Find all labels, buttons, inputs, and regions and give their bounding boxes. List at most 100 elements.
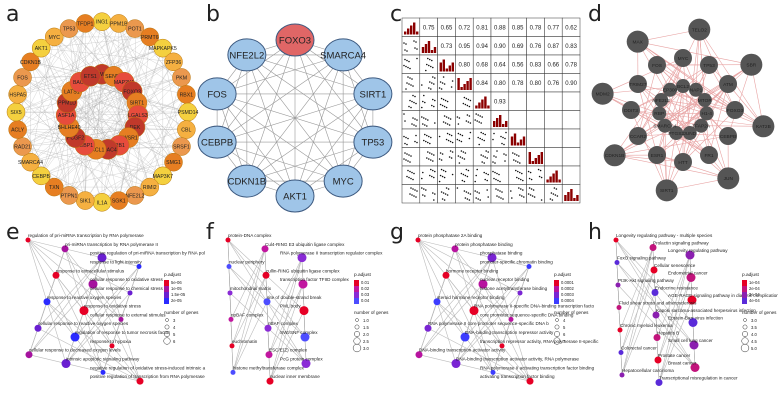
term-node — [649, 244, 657, 251]
scatter-point — [432, 76, 434, 78]
term-label: AGE-RAGE signaling pathway in diabetic c… — [668, 293, 778, 298]
scatter-point — [411, 78, 413, 80]
term-node — [613, 237, 619, 243]
ppi-node-label: PKM — [176, 75, 187, 81]
corr-value: 0.87 — [547, 44, 559, 50]
scatter-point — [416, 48, 418, 50]
genemania-edge — [727, 64, 752, 137]
scatter-point — [442, 121, 445, 123]
term-label: cellular response to oxidative stress — [90, 277, 163, 282]
hist-bar — [531, 161, 534, 164]
term-node — [136, 377, 144, 385]
ppi-edge — [22, 146, 163, 176]
scatter-point — [475, 174, 477, 177]
hist-bar — [421, 47, 425, 53]
size-legend-value: 3.0 — [751, 318, 757, 323]
ppi-edge — [54, 36, 182, 147]
term-node — [298, 279, 308, 289]
ppi-edge — [118, 23, 182, 147]
genemania-network-svg: TELO2SBRKAT2BJUNSIRT1CDKN1BMDM2MAXMYCTP5… — [591, 18, 775, 202]
scatter-point — [413, 101, 415, 104]
legend-title: p.adjust — [354, 272, 371, 278]
panel-e-go-bp-network: regulation of pri-miRNA transcription by… — [0, 218, 206, 415]
scatter-point — [442, 169, 445, 172]
corr-value: 0.77 — [547, 25, 559, 31]
matrix-cell — [490, 184, 510, 204]
hist-bar — [451, 62, 454, 72]
scatter-point — [556, 195, 559, 197]
scatter-point — [492, 170, 494, 173]
term-label: Kaposi sarcoma-associated herpesvirus in… — [656, 308, 756, 313]
size-legend-title: number of genes — [354, 310, 389, 315]
hist-bar — [513, 133, 517, 146]
term-node — [688, 318, 698, 327]
scatter-point — [501, 142, 503, 145]
genemania-edge — [630, 109, 702, 127]
ppi-node — [153, 166, 173, 186]
matrix-cell — [401, 165, 421, 185]
scatter-point — [432, 160, 434, 162]
scatter-point — [425, 69, 427, 72]
scatter-point — [441, 82, 444, 84]
scatter-point — [464, 103, 467, 106]
term-label: transcription factor TFIID complex — [280, 277, 350, 282]
scatter-point — [485, 150, 487, 152]
hist-bar — [448, 65, 451, 72]
term-edge — [464, 266, 530, 338]
scatter-point — [441, 198, 444, 200]
term-edge — [445, 275, 494, 373]
ppi-node-label: MAP3K7 — [153, 174, 174, 180]
ppi-node-label: TXN — [49, 185, 60, 191]
term-edge — [658, 254, 691, 383]
term-node — [263, 298, 271, 306]
hub-network-svg: FOXO3SMARCA4SIRT1TP53MYCAKT1CDKN1BCEBPBF… — [197, 23, 393, 213]
genemania-edge — [637, 83, 667, 191]
ppi-edge — [17, 28, 135, 95]
hub-node-label: NFE2L2 — [229, 50, 264, 61]
size-legend-value: 4.0 — [751, 332, 757, 337]
genemania-node — [688, 82, 703, 97]
scatter-point — [520, 188, 522, 190]
genemania-node — [654, 93, 669, 108]
term-node — [61, 245, 69, 253]
hist-bar — [484, 96, 487, 109]
genemania-node — [697, 93, 712, 108]
legend-title: p.adjust — [164, 272, 181, 278]
ppi-node — [80, 65, 101, 87]
ppi-node-label: HDAC4 — [99, 147, 117, 153]
hist-bar — [552, 173, 555, 183]
matrix-cell — [508, 184, 527, 204]
scatter-point — [529, 194, 532, 196]
scatter-point — [445, 116, 448, 118]
hist-bar — [576, 195, 579, 201]
scatter-point — [425, 189, 427, 191]
scatter-point — [458, 139, 461, 142]
scatter-point — [492, 161, 494, 163]
scatter-point — [422, 194, 424, 196]
term-label: Chronic myeloid leukemia — [620, 323, 673, 328]
scatter-point — [414, 189, 416, 191]
term-edge — [492, 345, 503, 373]
scatter-point — [478, 143, 480, 146]
scatter-point — [413, 195, 415, 197]
genemania-node-label: TFAP2A — [692, 124, 711, 130]
hist-bar — [404, 31, 407, 35]
size-legend-value: 2.5 — [363, 339, 369, 344]
matrix-cell — [544, 147, 563, 167]
corr-value: 0.88 — [494, 25, 506, 31]
ppi-edge — [101, 21, 136, 196]
hist-bar — [510, 136, 514, 146]
genemania-edge — [708, 83, 729, 156]
panel_h-edges — [615, 239, 696, 383]
legend-value: 0.01 — [361, 280, 370, 285]
size-legend-value: 3.0 — [363, 346, 369, 351]
scatter-point — [530, 178, 533, 181]
scatter-point — [446, 100, 449, 103]
term-node — [301, 359, 311, 369]
ppi-edge — [71, 91, 163, 176]
hub-edge — [217, 54, 344, 95]
genemania-node-label: CCAR2 — [630, 134, 647, 140]
size-legend-value: 4.5 — [751, 339, 757, 344]
term-edge — [269, 310, 305, 382]
